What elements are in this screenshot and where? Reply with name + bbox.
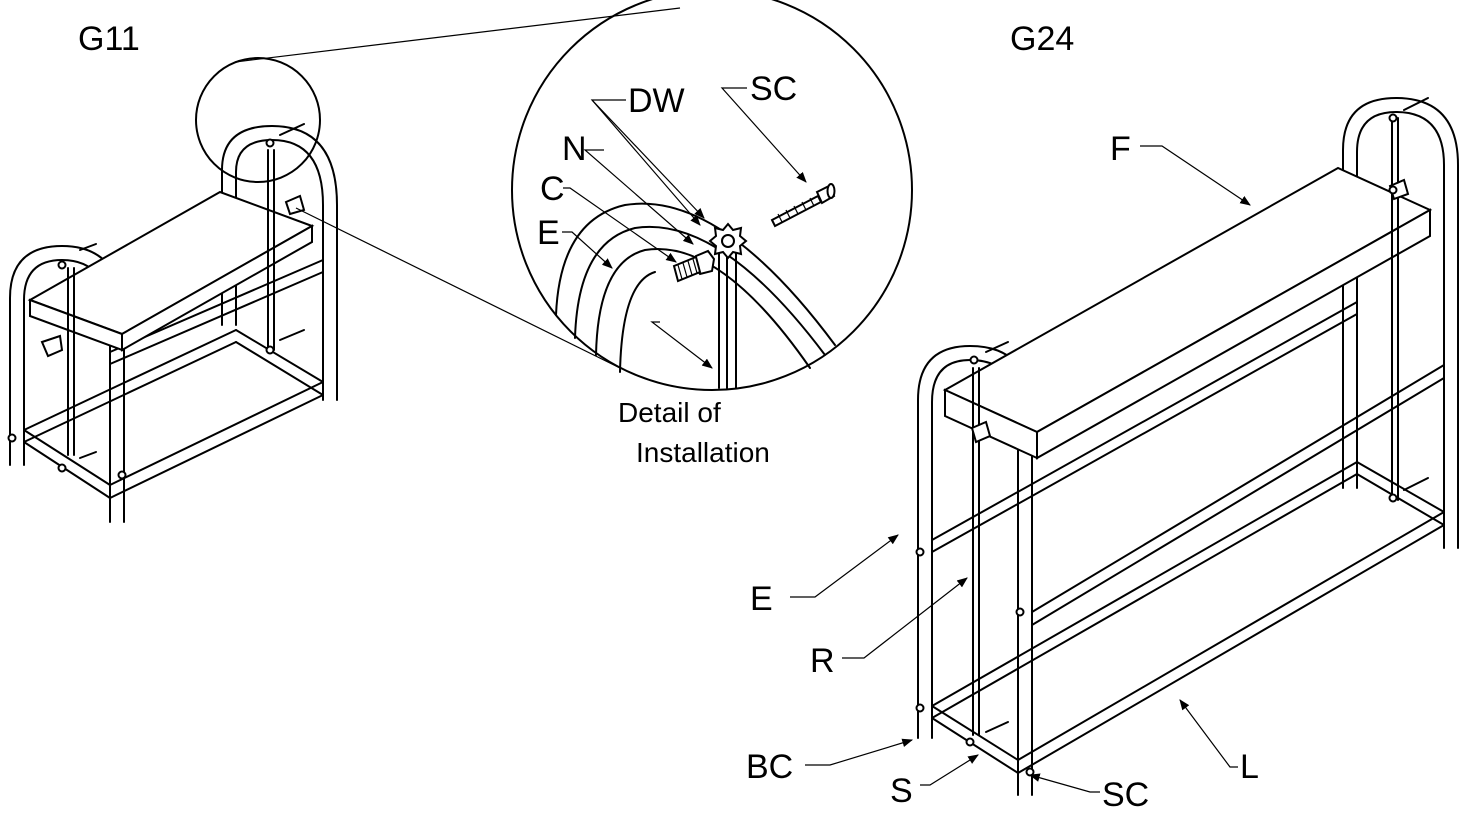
- g24-label-l: L: [1240, 748, 1259, 786]
- detail-label-sc: SC: [750, 70, 797, 108]
- detail-label-n: N: [562, 130, 587, 168]
- g11-bolts: [7, 123, 305, 480]
- detail-label-dw: DW: [628, 82, 685, 120]
- g24-label-f: F: [1110, 130, 1131, 168]
- detail-projection-top: [234, 7, 681, 63]
- g24-label-s: S: [890, 772, 913, 810]
- detail-projection-bottom: [295, 207, 621, 369]
- g24-label-r: R: [810, 642, 835, 680]
- detail-label-c: C: [540, 170, 565, 208]
- g24-bolts: [915, 97, 1429, 777]
- detail-caption-line2: Installation: [636, 437, 770, 468]
- g24-rack-drawing: [915, 97, 1459, 796]
- detail-caption-line1: Detail of: [618, 397, 721, 428]
- detail-of-installation: [511, 0, 913, 391]
- detail-label-e: E: [537, 214, 560, 252]
- g11-magnify-circle: [195, 57, 321, 183]
- g24-label-sc: SC: [1102, 776, 1149, 814]
- model-label-g24: G24: [1010, 20, 1074, 58]
- g11-rack-drawing: [7, 57, 338, 523]
- g24-label-e: E: [750, 580, 773, 618]
- model-label-g11: G11: [78, 20, 140, 58]
- g24-label-bc: BC: [746, 748, 793, 786]
